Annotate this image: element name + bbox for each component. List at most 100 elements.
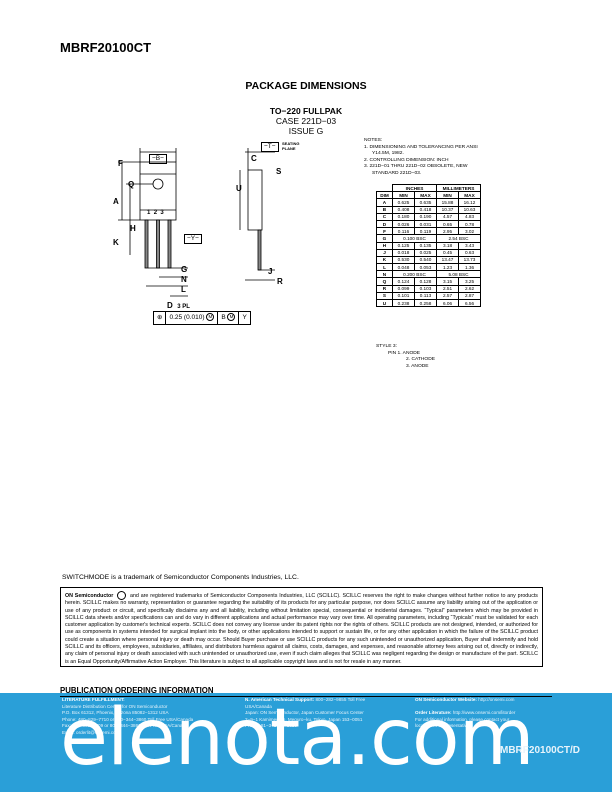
on-logo-icon — [117, 591, 127, 600]
value-cell: 0.65 — [436, 219, 459, 229]
support-line: Japan: ON Semiconductor, Japan Customer … — [245, 710, 364, 716]
dim-cell: H — [376, 241, 393, 250]
section-title: PACKAGE DIMENSIONS — [245, 80, 367, 92]
note-line: 2. CONTROLLING DIMENSION: INCH — [364, 157, 449, 163]
pin-numbers: 1 2 3 — [147, 210, 164, 216]
mmc-modifier-icon: M — [206, 313, 215, 322]
value-cell: 0.418 — [414, 205, 437, 214]
disclaimer-text: and are registered trademarks of Semicon… — [65, 592, 538, 665]
table-header-row: DIM MIN MAX MIN MAX — [376, 191, 481, 200]
watermark-text: elenota.com — [60, 693, 535, 783]
value-cell: 0.635 — [414, 198, 437, 207]
value-cell: 2.62 — [458, 284, 481, 293]
dim-cell: N — [376, 270, 393, 279]
dim-label-q: Q — [128, 180, 135, 189]
contact-line: local Sales Representative. — [415, 723, 471, 729]
value-cell: 0.103 — [414, 284, 437, 293]
dim-label-f: F — [118, 159, 123, 168]
value-cell: 2.57 — [436, 291, 459, 301]
order-literature-label: Order Literature: — [415, 710, 452, 716]
datum-y-label: −Y− — [184, 234, 202, 244]
value-cell: 15.88 — [436, 198, 459, 207]
notes-block: NOTES: 1. DIMENSIONING AND TOLERANCING P… — [364, 138, 524, 177]
value-cell: 13.47 — [436, 255, 459, 265]
value-cell: 0.125 — [392, 241, 415, 250]
dim-cell: J — [376, 248, 393, 257]
value-cell: 1.36 — [458, 263, 481, 272]
dim-label-c: C — [251, 154, 257, 163]
group-header-mm: MILLIMETERS — [436, 183, 481, 193]
value-cell: 0.113 — [414, 291, 437, 301]
datum-ref-b: B — [221, 314, 226, 321]
value-cell: 0.048 — [392, 263, 415, 272]
dim-cell: A — [376, 198, 393, 207]
note-line: 1. DIMENSIONING AND TOLERANCING PER ANSI — [364, 144, 478, 150]
pin-line: 3. ANODE — [406, 363, 429, 369]
dim-label-s: S — [276, 167, 282, 176]
website-link[interactable]: http://onsemi.com — [478, 697, 515, 702]
dim-label-g: G — [181, 265, 188, 274]
dim-cell: G — [376, 234, 393, 243]
value-cell: 0.258 — [414, 298, 437, 308]
literature-fulfillment-column: LITERATURE FULFILLMENT: Literature Distr… — [62, 697, 222, 737]
dim-cell: U — [376, 298, 393, 308]
value-cell: 2.95 — [436, 227, 459, 236]
value-cell: 3.43 — [458, 241, 481, 250]
dim-label-d: D 3 PL — [167, 301, 190, 310]
package-body-side — [247, 169, 263, 231]
part-number-title: MBRF20100CT — [60, 40, 152, 55]
value-cell: 6.56 — [458, 298, 481, 308]
value-cell: 0.200 BSC — [392, 270, 437, 279]
style-title: STYLE 3: — [376, 344, 397, 349]
value-cell: 2.87 — [458, 291, 481, 301]
value-cell: 0.180 — [392, 212, 415, 221]
lit-line: Email: orderlit@onsemi.com — [62, 729, 120, 735]
position-symbol-icon: ⊕ — [154, 312, 167, 324]
legal-disclaimer: ON Semiconductor and are registered trad… — [60, 587, 543, 667]
note-line: STANDARD 221D−03. — [372, 170, 422, 176]
value-cell: 4.83 — [458, 212, 481, 221]
dim-cell: L — [376, 263, 393, 272]
document-number: MBRF20100CT/D — [500, 745, 581, 756]
lit-line: Phone: 480−829−7710 or 800−344−3860 Toll… — [62, 716, 194, 722]
dimensions-table: INCHES MILLIMETERS DIM MIN MAX MIN MAX A… — [376, 183, 481, 308]
group-header-inches: INCHES — [392, 183, 437, 193]
package-name: TO−220 FULLPAK — [269, 106, 343, 116]
value-cell: 0.119 — [414, 227, 437, 236]
value-cell: 0.100 BSC — [392, 234, 437, 243]
package-outline-drawing — [118, 148, 275, 297]
website-column: ON Semiconductor Website: http://onsemi.… — [415, 697, 555, 730]
dim-label-n: N — [181, 275, 187, 284]
value-cell: 0.116 — [392, 227, 415, 236]
value-cell: 0.128 — [414, 277, 437, 286]
value-cell: 4.57 — [436, 212, 459, 221]
dim-cell: Q — [376, 277, 393, 286]
dim-cell: K — [376, 255, 393, 265]
value-cell: 0.124 — [392, 277, 415, 286]
value-cell: 0.408 — [392, 205, 415, 214]
note-line: Y14.5M, 1982. — [372, 151, 404, 156]
value-cell: 0.78 — [458, 219, 481, 229]
col-header: MAX — [458, 191, 481, 200]
dim-cell: S — [376, 291, 393, 301]
value-cell: 0.025 — [414, 248, 437, 257]
dim-label-r: R — [277, 277, 283, 286]
value-cell: 0.625 — [392, 198, 415, 207]
col-header: MAX — [414, 191, 437, 200]
value-cell: 2.51 — [436, 284, 459, 293]
publication-ordering-title: PUBLICATION ORDERING INFORMATION — [60, 686, 214, 695]
value-cell: 0.018 — [392, 248, 415, 257]
order-literature-link[interactable]: http://www.onsemi.com/litorder — [452, 710, 516, 716]
value-cell: 3.25 — [458, 277, 481, 286]
watermark-banner — [0, 693, 612, 792]
value-cell: 0.530 — [392, 255, 415, 265]
value-cell: 0.63 — [458, 248, 481, 257]
